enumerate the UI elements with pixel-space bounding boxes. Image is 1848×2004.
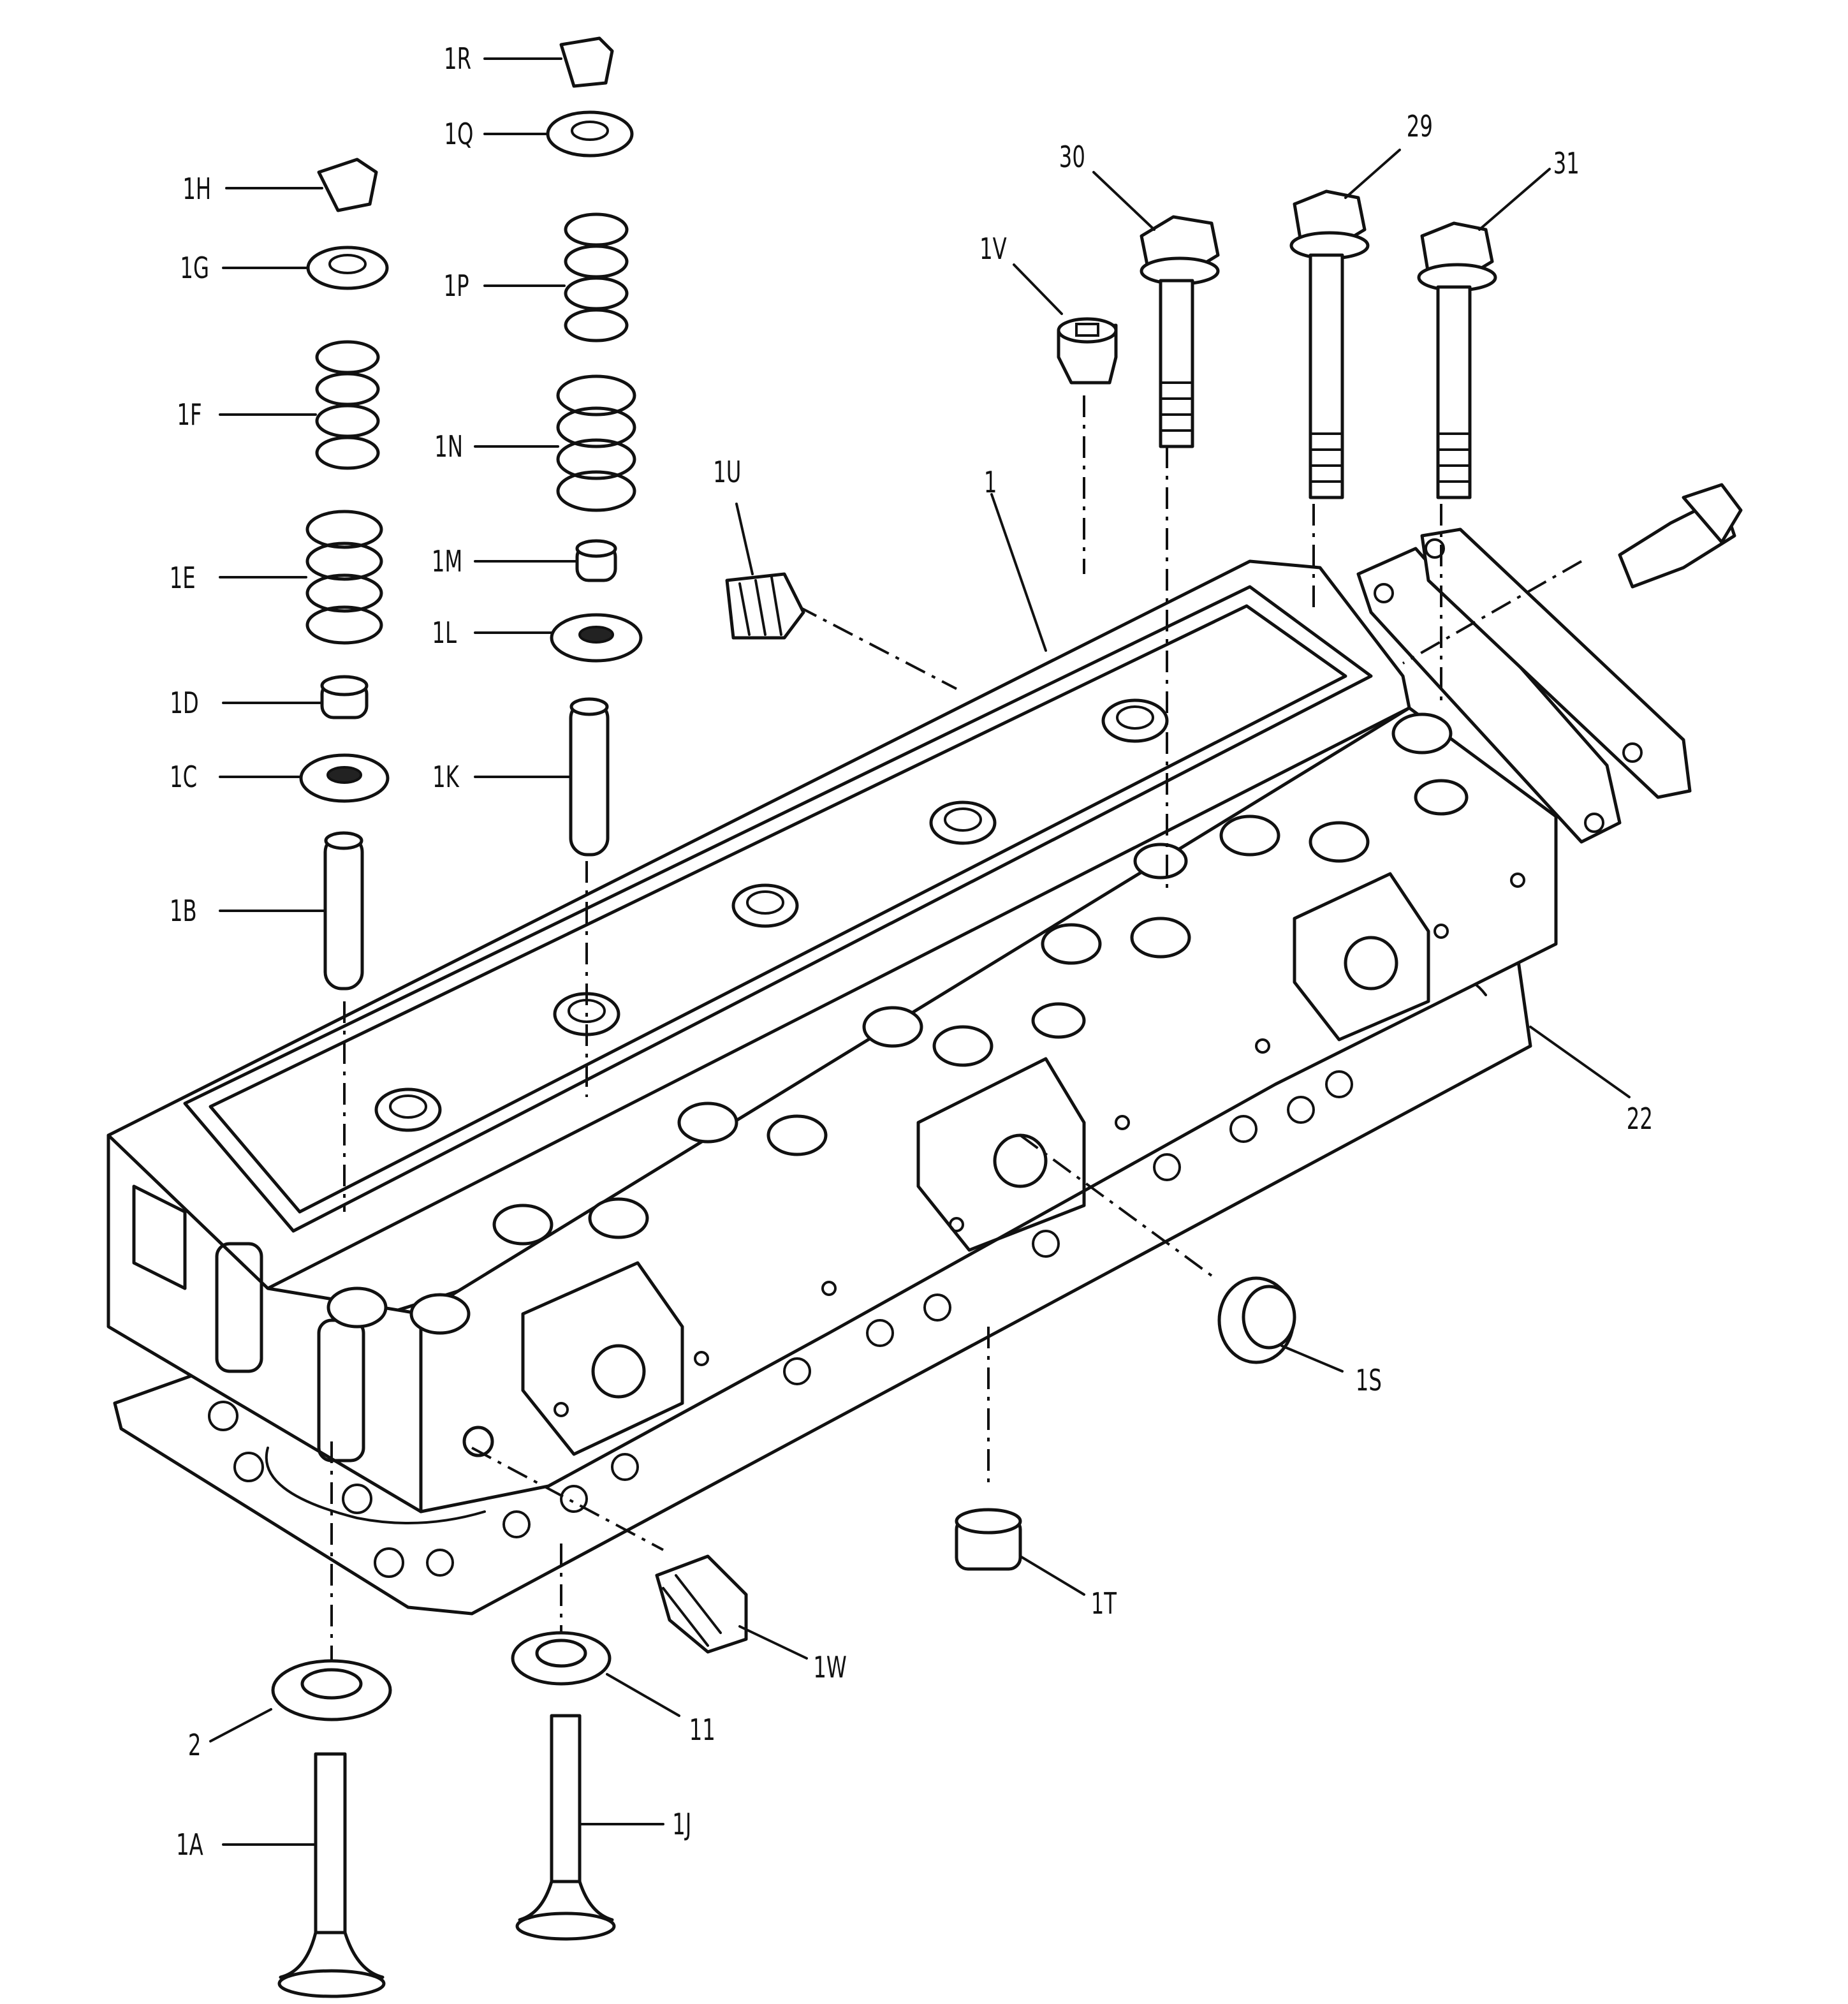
label-1: 1 <box>984 466 997 500</box>
spring-seat-1l <box>550 613 643 663</box>
valve-collet-1r <box>559 36 614 88</box>
label-1w: 1W <box>813 1651 846 1685</box>
valve-1j <box>515 1714 616 1941</box>
inner-spring-1f <box>315 340 380 470</box>
spring-seat-1c <box>299 753 390 803</box>
label-1h: 1H <box>182 172 211 207</box>
plug-1u <box>725 572 805 640</box>
outer-spring-1e <box>305 510 383 645</box>
label-1k: 1K <box>432 760 460 795</box>
valve-bosses <box>326 698 1469 1335</box>
front-plate <box>1356 527 1692 844</box>
label-22: 22 <box>1627 1102 1653 1137</box>
valve-collet-1h <box>317 158 378 212</box>
label-31: 31 <box>1553 147 1580 181</box>
side-bolt <box>1618 483 1743 589</box>
valve-guide-1k <box>569 697 610 857</box>
label-1c: 1C <box>170 760 197 795</box>
label-1m: 1M <box>432 545 462 579</box>
label-1j: 1J <box>672 1808 691 1842</box>
valve-1a <box>277 1752 386 1998</box>
cylinder-head <box>106 559 1558 1514</box>
inner-spring-1p <box>564 212 629 343</box>
plug-1t <box>955 1508 1022 1571</box>
valve-seat-insert-11 <box>511 1631 612 1686</box>
sealing-ring-1s <box>1217 1276 1296 1364</box>
bolt-31 <box>1417 221 1497 499</box>
bolt-29 <box>1289 189 1370 499</box>
bolt-30 <box>1140 215 1220 448</box>
label-1l: 1L <box>432 616 457 651</box>
label-1a: 1A <box>176 1828 203 1862</box>
label-1n: 1N <box>434 430 463 464</box>
label-1e: 1E <box>170 561 196 596</box>
leader-lines <box>209 57 1631 1846</box>
label-2: 2 <box>188 1728 202 1763</box>
label-1g: 1G <box>180 251 209 286</box>
label-1d: 1D <box>170 686 198 721</box>
label-1u: 1U <box>713 455 741 490</box>
valve-guide-1b <box>323 831 364 991</box>
spring-cap-1g <box>306 246 389 290</box>
label-30: 30 <box>1059 140 1085 175</box>
label-1p: 1P <box>444 269 469 304</box>
label-1s: 1S <box>1356 1364 1382 1398</box>
label-29: 29 <box>1407 110 1433 144</box>
assembly-axes <box>330 395 1582 1677</box>
label-1t: 1T <box>1091 1587 1117 1621</box>
label-1r: 1R <box>444 42 471 77</box>
valve-seat-insert-2 <box>271 1659 392 1721</box>
outer-spring-1n <box>556 374 636 512</box>
label-1b: 1B <box>170 894 197 929</box>
spring-cap-1q <box>546 110 634 158</box>
label-11: 11 <box>689 1713 715 1748</box>
plug-1w <box>655 1554 748 1654</box>
label-1v: 1V <box>979 232 1007 267</box>
label-1q: 1Q <box>444 117 473 152</box>
label-1f: 1F <box>177 398 202 432</box>
valve-stem-seal-1m <box>575 539 617 582</box>
valve-stem-seal-1d <box>320 675 369 719</box>
plug-1v <box>1057 317 1118 385</box>
callout-labels: 1R 1Q 1H 1G 1P 1F 1N 1M 1E 1L 1D 1C 1K 1… <box>170 42 1653 1862</box>
